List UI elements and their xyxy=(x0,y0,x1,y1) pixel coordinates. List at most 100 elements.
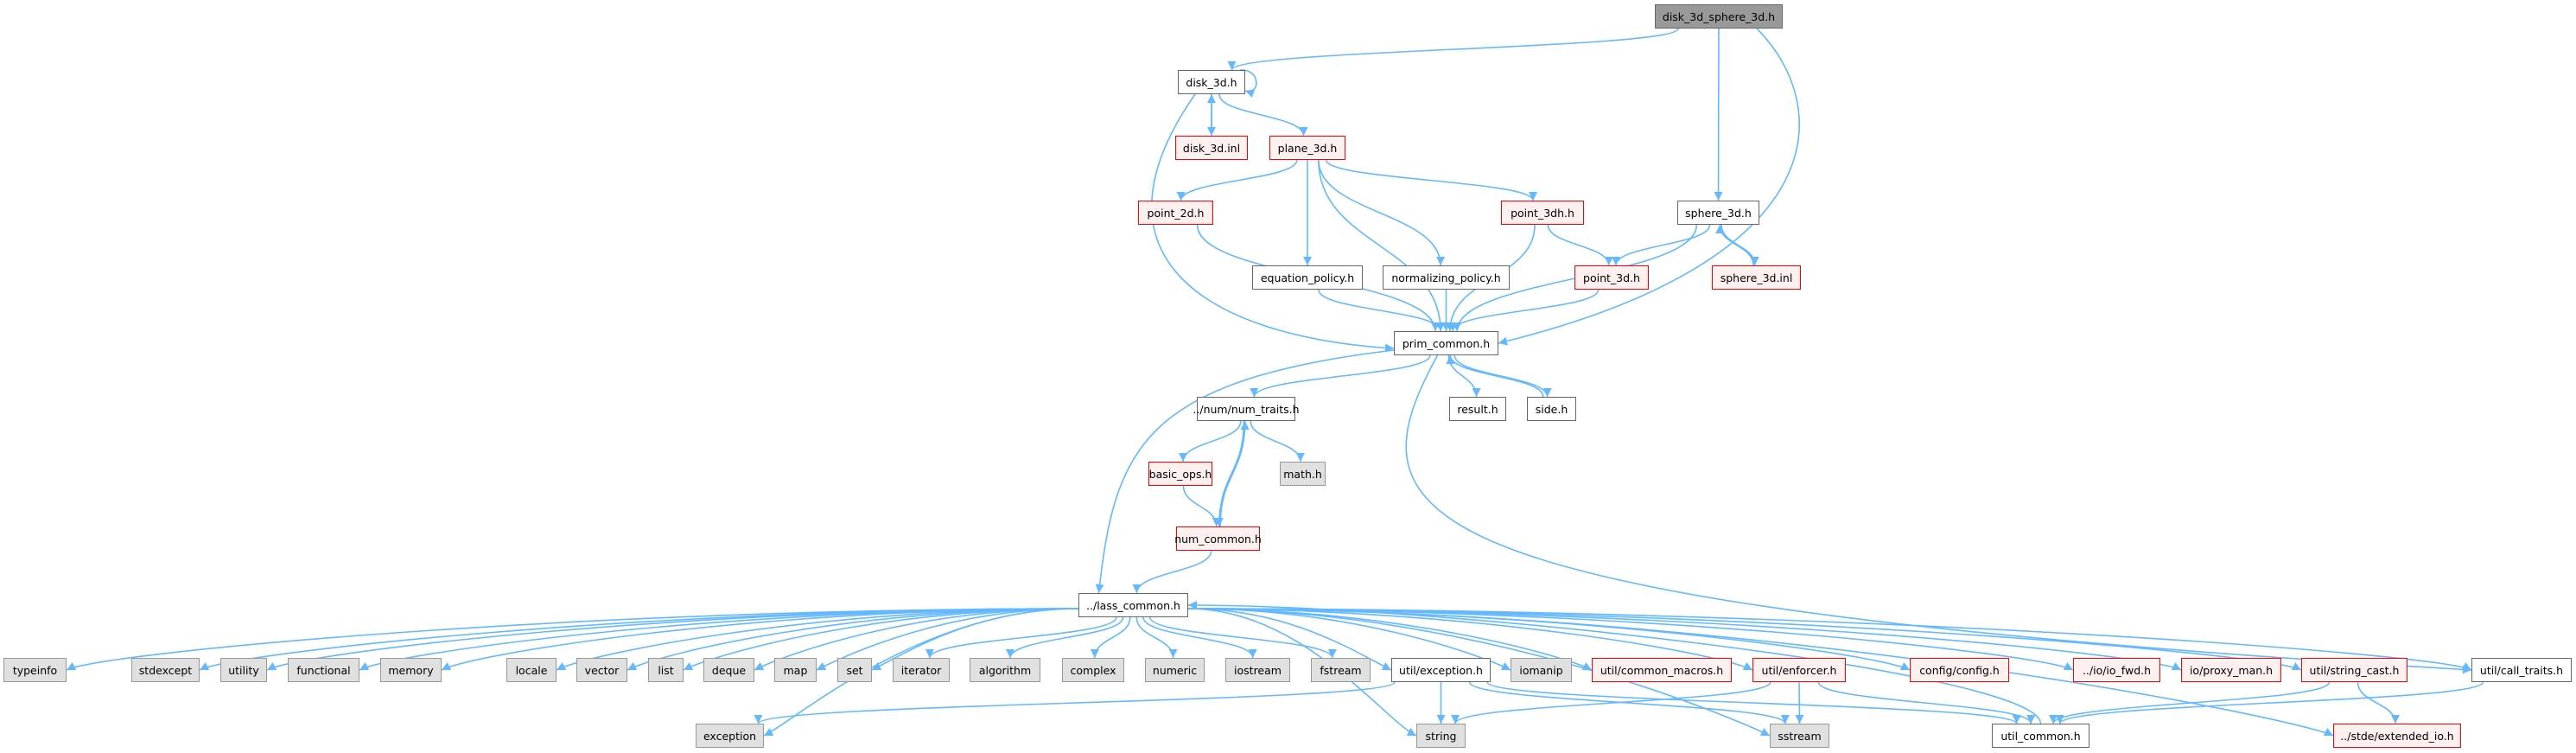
edge-num-common-to-lass-common xyxy=(1132,550,1212,594)
edge-plane-3d-to-prim-common xyxy=(1318,159,1446,332)
node-label: equation_policy.h xyxy=(1260,271,1355,284)
edge-lass-common-to-algorithm xyxy=(1005,616,1124,659)
node-config[interactable]: config/config.h xyxy=(1910,658,2009,682)
node-normalizing-policy[interactable]: normalizing_policy.h xyxy=(1383,265,1510,290)
node-result[interactable]: result.h xyxy=(1449,397,1506,421)
node-label: util/common_macros.h xyxy=(1600,663,1724,677)
node-label: sstream xyxy=(1778,729,1822,743)
node-label: ../stde/extended_io.h xyxy=(2340,729,2454,743)
node-label: numeric xyxy=(1152,663,1198,677)
node-util-common[interactable]: util_common.h xyxy=(1992,724,2089,748)
node-num-common[interactable]: num_common.h xyxy=(1174,526,1262,551)
node-sphere-3d-inl[interactable]: sphere_3d.inl xyxy=(1712,265,1801,290)
node-disk-3d[interactable]: disk_3d.h xyxy=(1178,70,1245,94)
node-num-traits[interactable]: ../num/num_traits.h xyxy=(1193,397,1300,421)
node-label: result.h xyxy=(1457,402,1498,416)
node-util-exception[interactable]: util/exception.h xyxy=(1391,658,1491,682)
node-plane-3d[interactable]: plane_3d.h xyxy=(1269,136,1345,160)
edge-num-traits-to-basic-ops xyxy=(1179,420,1242,463)
node-iomanip[interactable]: iomanip xyxy=(1511,658,1572,682)
node-stdexcept[interactable]: stdexcept xyxy=(131,658,200,682)
node-label: complex xyxy=(1070,663,1116,677)
edge-lass-common-to-iterator xyxy=(925,616,1117,659)
node-equation-policy[interactable]: equation_policy.h xyxy=(1252,265,1363,290)
node-exception[interactable]: exception xyxy=(696,724,764,748)
node-common-macros[interactable]: util/common_macros.h xyxy=(1592,658,1732,682)
node-lass-common[interactable]: ../lass_common.h xyxy=(1078,593,1188,617)
node-point-2d[interactable]: point_2d.h xyxy=(1138,201,1213,225)
node-label: sphere_3d.inl xyxy=(1720,271,1793,284)
node-functional[interactable]: functional xyxy=(288,658,359,682)
node-point-3dh[interactable]: point_3dh.h xyxy=(1501,201,1584,225)
node-string-cast[interactable]: util/string_cast.h xyxy=(2301,658,2407,682)
node-label: functional xyxy=(296,663,351,677)
edge-lass-common-to-util-exception xyxy=(1187,608,1392,671)
node-side[interactable]: side.h xyxy=(1527,397,1576,421)
node-call-traits[interactable]: util/call_traits.h xyxy=(2471,658,2572,682)
edge-lass-common-to-call-traits xyxy=(1187,608,2472,671)
node-point-3d[interactable]: point_3d.h xyxy=(1574,265,1649,290)
node-label: num_common.h xyxy=(1174,532,1262,546)
node-sstream[interactable]: sstream xyxy=(1770,724,1829,748)
node-fstream[interactable]: fstream xyxy=(1311,658,1371,682)
node-disk-3d-inl[interactable]: disk_3d.inl xyxy=(1175,136,1248,160)
node-label: ../num/num_traits.h xyxy=(1193,402,1300,416)
node-label: math.h xyxy=(1283,467,1322,481)
node-label: point_3d.h xyxy=(1583,271,1640,284)
node-iostream[interactable]: iostream xyxy=(1225,658,1290,682)
node-typeinfo[interactable]: typeinfo xyxy=(3,658,67,682)
node-iterator[interactable]: iterator xyxy=(893,658,950,682)
edge-prim-common-to-side xyxy=(1453,354,1552,398)
edge-lass-common-to-complex xyxy=(1090,616,1131,659)
node-locale[interactable]: locale xyxy=(506,658,557,682)
node-label: basic_ops.h xyxy=(1148,467,1212,481)
edge-disk-3d-sphere-3d-to-prim-common xyxy=(1498,28,1800,346)
node-label: memory xyxy=(388,663,434,677)
node-label: deque xyxy=(711,663,747,677)
node-label: list xyxy=(658,663,674,677)
node-label: prim_common.h xyxy=(1402,336,1491,350)
edge-prim-common-to-num-traits xyxy=(1250,354,1431,398)
node-complex[interactable]: complex xyxy=(1062,658,1124,682)
node-label: util/call_traits.h xyxy=(2479,663,2564,677)
node-utility[interactable]: utility xyxy=(220,658,267,682)
node-numeric[interactable]: numeric xyxy=(1145,658,1205,682)
node-vector[interactable]: vector xyxy=(576,658,627,682)
node-label: map xyxy=(783,663,808,677)
edge-lass-common-to-memory xyxy=(441,608,1079,671)
node-enforcer[interactable]: util/enforcer.h xyxy=(1752,658,1846,682)
node-label: string xyxy=(1425,729,1457,743)
node-basic-ops[interactable]: basic_ops.h xyxy=(1148,462,1212,486)
node-memory[interactable]: memory xyxy=(380,658,442,682)
edge-string-cast-to-extended-io xyxy=(2357,681,2401,724)
edge-string-cast-to-util-common xyxy=(2049,681,2331,724)
node-string[interactable]: string xyxy=(1416,724,1466,748)
node-label: sphere_3d.h xyxy=(1685,206,1752,220)
node-label: fstream xyxy=(1320,663,1362,677)
node-algorithm[interactable]: algorithm xyxy=(970,658,1040,682)
node-prim-common[interactable]: prim_common.h xyxy=(1394,331,1498,355)
node-disk-3d-sphere-3d[interactable]: disk_3d_sphere_3d.h xyxy=(1655,4,1783,29)
node-map[interactable]: map xyxy=(774,658,817,682)
node-label: side.h xyxy=(1535,402,1568,416)
node-deque[interactable]: deque xyxy=(703,658,754,682)
edge-disk-3d-sphere-3d-to-disk-3d xyxy=(1227,28,1679,71)
node-label: iostream xyxy=(1234,663,1282,677)
edge-lass-common-to-map xyxy=(816,608,1079,671)
node-math[interactable]: math.h xyxy=(1280,462,1326,486)
node-label: plane_3d.h xyxy=(1277,141,1338,155)
node-label: utility xyxy=(228,663,259,677)
node-label: disk_3d.inl xyxy=(1182,141,1241,155)
node-sphere-3d[interactable]: sphere_3d.h xyxy=(1677,201,1759,225)
node-label: util_common.h xyxy=(2000,729,2081,743)
node-list[interactable]: list xyxy=(648,658,684,682)
node-io-fwd[interactable]: ../io/io_fwd.h xyxy=(2073,658,2160,682)
edge-num-common-to-num-traits xyxy=(1219,420,1250,527)
node-set[interactable]: set xyxy=(837,658,872,682)
node-label: normalizing_policy.h xyxy=(1391,271,1501,284)
node-proxy-man[interactable]: io/proxy_man.h xyxy=(2181,658,2281,682)
edge-plane-3d-to-point-3dh xyxy=(1325,159,1538,201)
edge-lass-common-to-deque xyxy=(754,608,1079,671)
node-extended-io[interactable]: ../stde/extended_io.h xyxy=(2333,724,2461,748)
